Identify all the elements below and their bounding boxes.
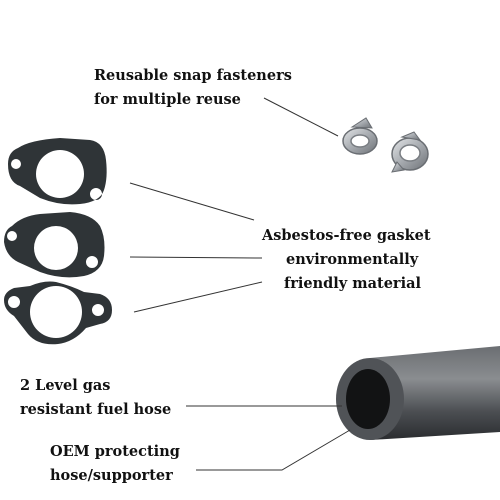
callout-snap-fasteners-line1: Reusable snap fasteners [94,67,292,84]
callout-fuel-hose-line2: resistant fuel hose [20,401,172,418]
leader-lines [129,97,351,471]
callout-protecting-hose-line1: OEM protecting [50,443,180,460]
callout-gasket: Asbestos-free gasket environmentally fri… [262,224,431,296]
snap-fastener-left [342,117,378,155]
callout-gasket-line2: environmentally [286,251,419,268]
callout-protecting-hose-line2: hose/supporter [50,467,173,484]
gasket-ring [4,281,112,345]
callout-snap-fasteners: Reusable snap fasteners for multiple reu… [94,64,292,112]
callout-snap-fasteners-line2: for multiple reuse [94,91,241,108]
callout-gasket-line3: friendly material [284,275,421,292]
gasket-medium [4,212,105,278]
callout-gasket-line1: Asbestos-free gasket [262,227,431,244]
callout-fuel-hose: 2 Level gas resistant fuel hose [20,374,171,422]
callout-protecting-hose: OEM protecting hose/supporter [50,440,180,488]
callout-fuel-hose-line1: 2 Level gas [20,377,111,394]
gasket-large [8,138,107,205]
fuel-hose [336,346,500,440]
snap-fastener-right [391,131,429,173]
